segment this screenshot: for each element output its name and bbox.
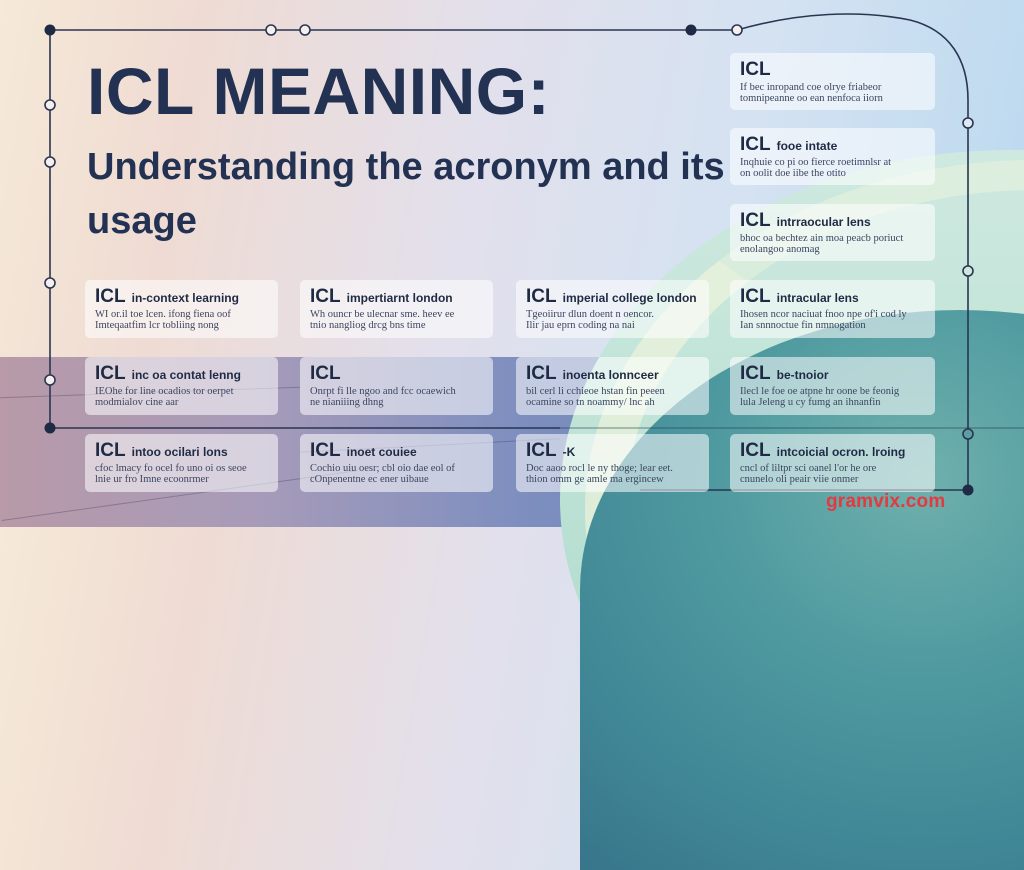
card-desc-line: Doc aaoo rocl le ny thoge; lear eet. <box>526 463 673 474</box>
acronym-card: ICL inoet couiee Cochio uiu oesr; cbl oio… <box>300 434 493 492</box>
card-desc-line: cnunelo oli peair viie onmer <box>740 474 859 485</box>
card-desc-line: enolangoo anomag <box>740 244 820 255</box>
card-desc-line: lnie ur fro Imne ecoonrmer <box>95 474 209 485</box>
watermark: gramvix.com <box>826 491 946 512</box>
card-term: -K <box>562 445 576 459</box>
card-term: be-tnoior <box>776 368 829 382</box>
page-subtitle: Understanding the acronym and its usage <box>87 146 725 242</box>
acronym-card: ICL If bec inropand coe olrye friabeor t… <box>730 53 935 110</box>
node-open-icon <box>731 24 743 36</box>
card-desc-line: lula Jeleng u cy fumg an ihnanfin <box>740 397 881 408</box>
card-acronym: ICL <box>95 440 126 461</box>
card-desc-line: cfoc lmacy fo ocel fo uno oi os seoe <box>95 463 247 474</box>
card-term: intcoicial ocron. lroing <box>776 445 906 459</box>
card-term: intrraocular lens <box>776 215 871 229</box>
card-desc-line: Onrpt fi lle ngoo and fcc ocaewich <box>310 386 456 397</box>
card-desc-line: Inqhuie co pi oo fierce roetimnlsr at <box>740 157 892 168</box>
card-acronym: ICL <box>95 363 126 384</box>
card-desc-line: Ilir jau eprn coding na nai <box>526 320 635 331</box>
card-acronym: ICL <box>526 286 557 307</box>
card-acronym: ICL <box>310 363 341 384</box>
acronym-card: ICL inoenta lonnceer bil cerl li cchieoe … <box>516 357 709 415</box>
card-term: inoenta lonnceer <box>562 368 659 382</box>
card-desc-line: Ilecl le foe oe atpne hr oone be feonig <box>740 386 900 397</box>
node-filled-icon <box>962 484 974 496</box>
card-desc-line: modmialov cine aar <box>95 397 179 408</box>
card-desc-line: bhoc oa bechtez ain moa peacb poriuct <box>740 233 904 244</box>
card-term: fooe intate <box>776 139 838 153</box>
card-desc-line: Wh ouncr be ulecnar sme. heev ee <box>310 309 455 320</box>
card-desc-line: Ihosen ncor naciuat fnoo npe of'i cod ly <box>740 309 907 320</box>
card-term: intoo ocilari lons <box>131 445 228 459</box>
acronym-card: ICL intracular lens Ihosen ncor naciuat f… <box>730 280 935 338</box>
acronym-card: ICL fooe intate Inqhuie co pi oo fierce r… <box>730 128 935 185</box>
card-desc-line: ne nianiiing dhng <box>310 397 384 408</box>
card-acronym: ICL <box>740 363 771 384</box>
node-open-icon <box>962 265 974 277</box>
card-desc-line: cncl of liltpr sci oanel l'or he ore <box>740 463 877 474</box>
node-open-icon <box>299 24 311 36</box>
acronym-card: ICL be-tnoior Ilecl le foe oe atpne hr oo… <box>730 357 935 415</box>
card-acronym: ICL <box>740 286 771 307</box>
page-title: ICL MEANING: <box>87 54 551 128</box>
card-desc-line: cOnpenentne ec ener uibaue <box>310 474 429 485</box>
card-term: inc oa contat lenng <box>131 368 241 382</box>
acronym-card: ICL -K Doc aaoo rocl le ny thoge; lear ee… <box>516 434 709 492</box>
card-desc-line: IEOhe for line ocadios tor oerpet <box>95 386 234 397</box>
card-desc-line: ocamine so tn noammy/ lnc ah <box>526 397 655 408</box>
node-open-icon <box>962 117 974 129</box>
acronym-card: ICL intoo ocilari lons cfoc lmacy fo ocel… <box>85 434 278 492</box>
card-desc-line: If bec inropand coe olrye friabeor <box>740 82 882 93</box>
node-open-icon <box>962 428 974 440</box>
card-desc-line: tnio nangliog drcg bns time <box>310 320 426 331</box>
card-desc-line: WI or.il toe lcen. ifong fiena oof <box>95 309 231 320</box>
card-term: inoet couiee <box>346 445 417 459</box>
card-desc-line: Cochio uiu oesr; cbl oio dae eol of <box>310 463 455 474</box>
card-acronym: ICL <box>740 59 771 80</box>
card-acronym: ICL <box>526 440 557 461</box>
card-desc-line: thion omm ge amle ma ergincew <box>526 474 664 485</box>
card-acronym: ICL <box>740 134 771 155</box>
card-desc-line: Tgeoiirur dlun doent n oencor. <box>526 309 655 320</box>
node-open-icon <box>44 374 56 386</box>
node-open-icon <box>265 24 277 36</box>
card-acronym: ICL <box>310 286 341 307</box>
card-desc-line: Ian snnnoctue fin nmnogation <box>740 320 866 331</box>
card-acronym: ICL <box>310 440 341 461</box>
card-term: in-context learning <box>131 291 239 305</box>
node-open-icon <box>44 99 56 111</box>
card-acronym: ICL <box>95 286 126 307</box>
card-desc-line: on oolit doe iibe the otito <box>740 168 846 179</box>
card-acronym: ICL <box>740 440 771 461</box>
node-open-icon <box>44 277 56 289</box>
card-acronym: ICL <box>526 363 557 384</box>
card-acronym: ICL <box>740 210 771 231</box>
card-term: intracular lens <box>776 291 859 305</box>
card-term: imperial college london <box>562 291 697 305</box>
acronym-card: ICL intcoicial ocron. lroing cncl of lilt… <box>730 434 935 492</box>
acronym-card: ICL in-context learning WI or.il toe lcen… <box>85 280 278 338</box>
acronym-card: ICL impertiarnt london Wh ouncr be ulecna… <box>300 280 493 338</box>
acronym-card: ICL intrraocular lens bhoc oa bechtez ain… <box>730 204 935 261</box>
card-desc-line: tomnipeanne oo ean nenfoca iiorn <box>740 93 883 104</box>
node-filled-icon <box>685 24 697 36</box>
acronym-card: ICL Onrpt fi lle ngoo and fcc ocaewich n… <box>300 357 493 415</box>
node-filled-icon <box>44 24 56 36</box>
node-open-icon <box>44 156 56 168</box>
node-filled-icon <box>44 422 56 434</box>
card-term: impertiarnt london <box>346 291 453 305</box>
acronym-card: ICL inc oa contat lenng IEOhe for line oc… <box>85 357 278 415</box>
card-desc-line: bil cerl li cchieoe hstan fin peeen <box>526 386 665 397</box>
card-desc-line: Imteqaatfim lcr tobliing nong <box>95 320 219 331</box>
acronym-card: ICL imperial college london Tgeoiirur dlu… <box>516 280 709 338</box>
